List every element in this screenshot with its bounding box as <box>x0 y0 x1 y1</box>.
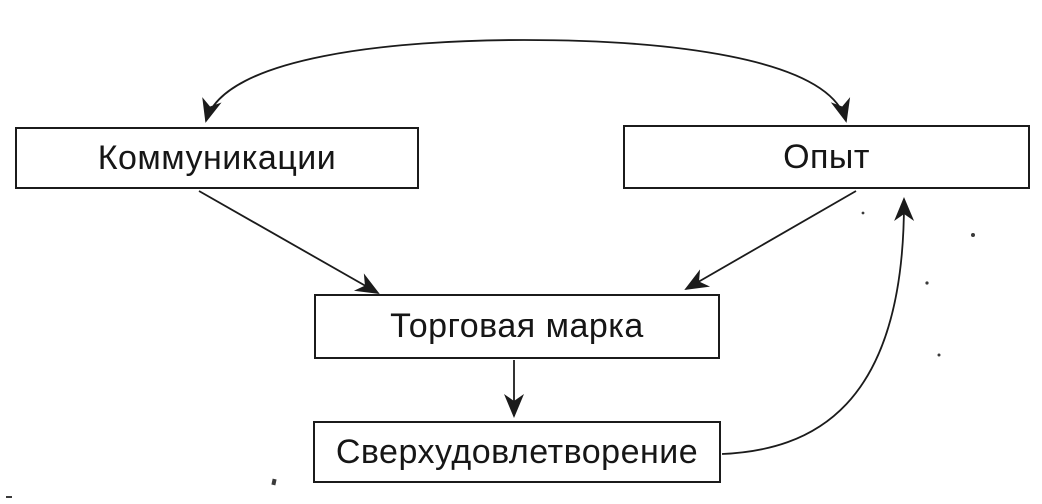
node-communications: Коммуникации <box>15 127 419 189</box>
scan-noise <box>6 211 975 498</box>
edge-communications-experience <box>202 39 851 123</box>
node-brand-label: Торговая марка <box>390 307 644 345</box>
edge-oversatisfaction-experience <box>721 197 915 455</box>
node-communications-label: Коммуникации <box>97 138 337 177</box>
edge-experience-brand <box>684 190 857 290</box>
node-oversatisfaction-label: Сверхудовлетворение <box>335 432 699 471</box>
node-experience-label: Опыт <box>783 137 870 176</box>
node-experience: Опыт <box>623 125 1030 189</box>
edge-communications-brand <box>198 190 380 294</box>
node-brand: Торговая марка <box>314 294 720 359</box>
node-oversatisfaction: Сверхудовлетворение <box>313 421 721 483</box>
